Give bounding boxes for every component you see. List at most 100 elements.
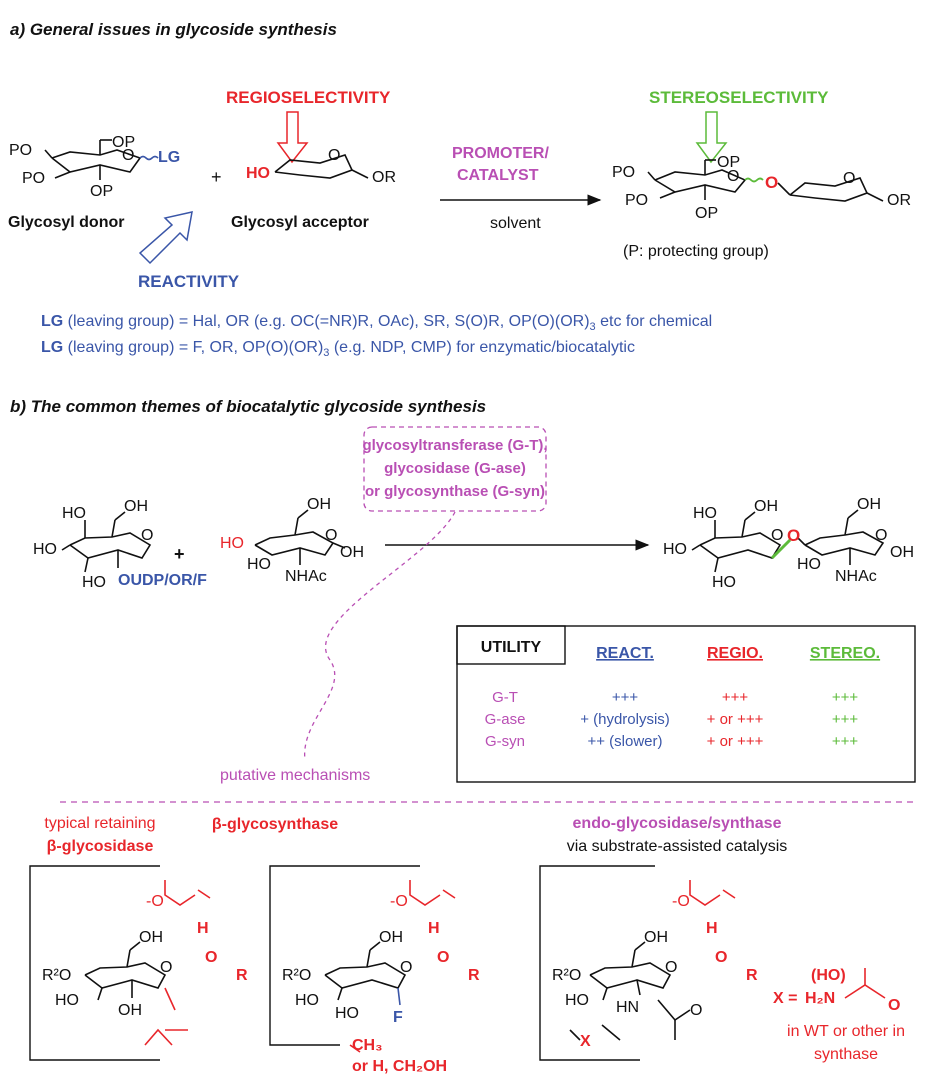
donor-b-ring-o: O xyxy=(141,527,153,544)
product-linker-bond xyxy=(777,182,791,196)
plus-sign-a: + xyxy=(211,167,222,187)
wt-line-1: in WT or other in xyxy=(787,1023,905,1040)
mech2-sugar xyxy=(324,941,407,1001)
x-def-ho: (HO) xyxy=(811,967,846,984)
stereo-bond xyxy=(744,177,764,183)
product-op-bottom: OP xyxy=(695,205,718,222)
mech2-h-ch2oh: or H, CH₂OH xyxy=(352,1058,447,1074)
mech3-r2o: R²O xyxy=(552,967,581,984)
mech1-oh-top: OH xyxy=(139,929,163,946)
acceptor-b-ho-red: HO xyxy=(220,535,244,552)
donor-po-1: PO xyxy=(9,142,32,159)
donor-ring-o: O xyxy=(122,147,134,164)
mech1-line-1: typical retaining xyxy=(44,815,155,832)
donor-b-leaving-group: OUDP/OR/F xyxy=(118,572,207,589)
acceptor-ho: HO xyxy=(246,165,270,182)
product-b-glycosidic-o: O xyxy=(787,526,800,545)
product-b-oh-anomeric: OH xyxy=(890,544,914,561)
donor-b-ho-2: HO xyxy=(33,541,57,558)
utility-cell-stereo: +++ xyxy=(832,689,859,706)
mech2-enzyme-pocket xyxy=(269,865,420,1046)
acceptor-b-nhac: NHAc xyxy=(285,568,327,585)
acceptor-or: OR xyxy=(372,169,396,186)
enzyme-line-1: glycosyltransferase (G-T), xyxy=(362,437,547,454)
mech3-oh-top: OH xyxy=(644,929,668,946)
lg-enzymatic-prefix: LG xyxy=(41,339,63,356)
mech2-o: O xyxy=(437,949,449,966)
putative-link-curve xyxy=(304,511,456,761)
mech3-enzyme-pocket xyxy=(539,865,655,1061)
mech2-h: H xyxy=(428,920,440,937)
mech1-o: O xyxy=(205,949,217,966)
donor-b-ho-1: HO xyxy=(62,505,86,522)
utility-cell-react: +++ xyxy=(612,689,639,706)
x-def-amide xyxy=(844,968,886,999)
mech2-carboxylate-o: -O xyxy=(390,893,408,910)
mech2-r2o: R²O xyxy=(282,967,311,984)
mech3-h: H xyxy=(706,920,718,937)
glycosyl-acceptor-label: Glycosyl acceptor xyxy=(231,214,369,231)
product-ring-o-1: O xyxy=(727,168,739,185)
product-b-nhac: NHAc xyxy=(835,568,877,585)
product-b-ho-3: HO xyxy=(712,574,736,591)
x-def-o: O xyxy=(888,997,900,1014)
donor-b-ho-3: HO xyxy=(82,574,106,591)
lg-enzymatic-sub: 3 xyxy=(323,347,329,359)
putative-mechanisms-label: putative mechanisms xyxy=(220,767,370,784)
mech1-enzyme-pocket xyxy=(29,865,160,1061)
donor-b-oh: OH xyxy=(124,498,148,515)
utility-cell-regio: + or +++ xyxy=(707,711,764,728)
utility-cell-react: + (hydrolysis) xyxy=(580,711,670,728)
utility-header-stereo: STEREO. xyxy=(810,645,880,662)
utility-header-regio: REGIO. xyxy=(707,645,763,662)
stereoselectivity-arrow xyxy=(695,111,728,164)
mech2-title: β-glycosynthase xyxy=(212,816,338,833)
lg-chemical-suffix: etc for chemical xyxy=(596,313,712,330)
mech1-line-2: β-glycosidase xyxy=(47,838,154,855)
promoter-label-1: PROMOTER/ xyxy=(452,145,549,162)
product-b-ho-2: HO xyxy=(663,541,687,558)
acceptor-b-oh-anomeric: OH xyxy=(340,544,364,561)
reactivity-arrow xyxy=(138,211,193,265)
lg-chemical-prefix: LG xyxy=(41,313,63,330)
mech2-ring-o: O xyxy=(400,959,412,976)
mech3-hn: HN xyxy=(616,999,639,1016)
mech1-r: R xyxy=(236,967,248,984)
donor-op-top: OP xyxy=(112,134,135,151)
utility-cell-regio: + or +++ xyxy=(707,733,764,750)
utility-cell-stereo: +++ xyxy=(832,711,859,728)
mech3-carboxylate-o: -O xyxy=(672,893,690,910)
enzyme-box xyxy=(363,426,547,512)
product-structure-a xyxy=(647,159,884,202)
galactose-donor-structure xyxy=(61,511,152,573)
mech2-carboxylate xyxy=(349,880,456,1053)
enzyme-line-2: glycosidase (G-ase) xyxy=(384,460,526,477)
utility-table xyxy=(456,625,916,783)
mech3-carboxylate xyxy=(689,880,736,906)
product-b-ring-o-2: O xyxy=(875,527,887,544)
utility-header-react: REACT. xyxy=(596,645,654,662)
mech1-oh-bottom: OH xyxy=(118,1002,142,1019)
mech2-ho-1: HO xyxy=(295,992,319,1009)
disaccharide-product-structure xyxy=(691,509,885,573)
utility-title-cell xyxy=(456,625,566,665)
product-ring-o-2: O xyxy=(843,170,855,187)
donor-op-bottom: OP xyxy=(90,183,113,200)
mech1-carboxylate-o: -O xyxy=(146,893,164,910)
glycosyl-acceptor-structure xyxy=(274,154,369,179)
mech3-ring-o: O xyxy=(665,959,677,976)
mech3-ho: HO xyxy=(565,992,589,1009)
utility-cell-react: ++ (slower) xyxy=(587,733,662,750)
lg-enzymatic-line: LG (leaving group) = F, OR, OP(O)(OR)3 (… xyxy=(41,339,635,359)
product-op-top: OP xyxy=(717,154,740,171)
solvent-label: solvent xyxy=(490,215,541,232)
section-a-title: a) General issues in glycoside synthesis xyxy=(10,20,337,39)
lg-chemical-line: LG (leaving group) = Hal, OR (e.g. OC(=N… xyxy=(41,313,712,333)
product-b-ho-1: HO xyxy=(693,505,717,522)
plus-sign-b: + xyxy=(174,544,185,564)
product-b-ho-4: HO xyxy=(797,556,821,573)
mech3-r: R xyxy=(746,967,758,984)
donor-lg: LG xyxy=(158,149,180,166)
mech2-oh-top: OH xyxy=(379,929,403,946)
product-b-linker xyxy=(796,536,806,546)
